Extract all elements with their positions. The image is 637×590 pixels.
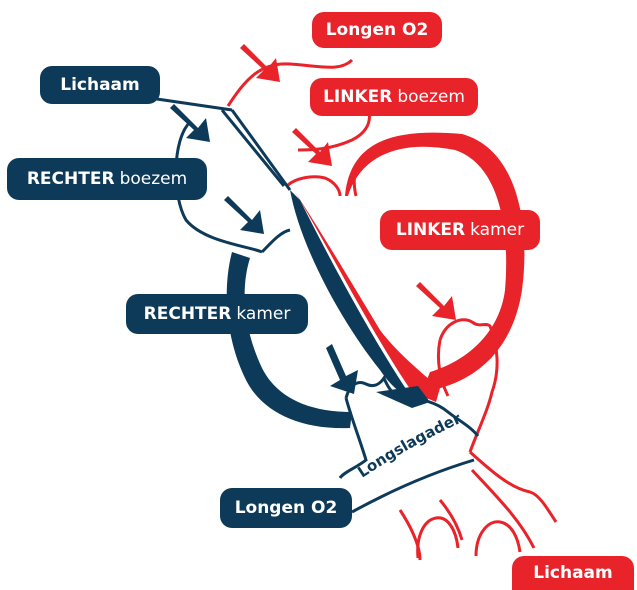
aorta-branch-right [470,452,556,522]
longen-o2-top-text: Longen O2 [326,20,429,40]
lichaam-bottom-pill: Lichaam [512,556,634,590]
lichaam-bottom-text: Lichaam [533,563,613,583]
rechter-boezem-pill: RECHTER boezem [7,158,207,200]
red-arrow-2 [292,128,332,166]
rechter-boezem-bold: RECHTER [27,169,115,189]
linker-boezem-pill: LINKER boezem [310,78,478,116]
vena-cava-line [222,110,284,186]
red-arrow-1 [240,44,280,82]
red-arrow-3 [416,282,456,320]
longen-o2-bottom-pill: Longen O2 [220,488,352,528]
lichaam-top-pill: Lichaam [40,66,160,104]
rechter-boezem-light: boezem [120,169,188,189]
aorta-branch-arc-1 [418,518,458,558]
aorta-branch-arc-2 [476,522,520,556]
linker-kamer-light: kamer [470,220,524,240]
linker-boezem-bold: LINKER [323,87,392,107]
navy-arrow-1 [170,104,210,142]
right-atrium-outline-2 [262,230,290,252]
rechter-kamer-bold: RECHTER [144,304,232,324]
rechter-kamer-light: kamer [236,304,290,324]
linker-kamer-bold: LINKER [396,220,465,240]
rechter-kamer-pill: RECHTER kamer [126,294,308,334]
left-atrium-outline [288,177,340,196]
longen-o2-bottom-text: Longen O2 [235,498,338,518]
linker-kamer-pill: LINKER kamer [380,210,540,250]
lichaam-top-text: Lichaam [60,75,140,95]
linker-boezem-light: boezem [397,87,465,107]
longen-o2-top-pill: Longen O2 [312,12,442,48]
vena-cava-top [150,98,232,110]
longslagader-label: Longslagader [354,409,464,481]
vena-cava-line-2 [232,110,290,190]
navy-arrow-3 [326,344,358,394]
navy-arrow-2 [224,196,264,234]
